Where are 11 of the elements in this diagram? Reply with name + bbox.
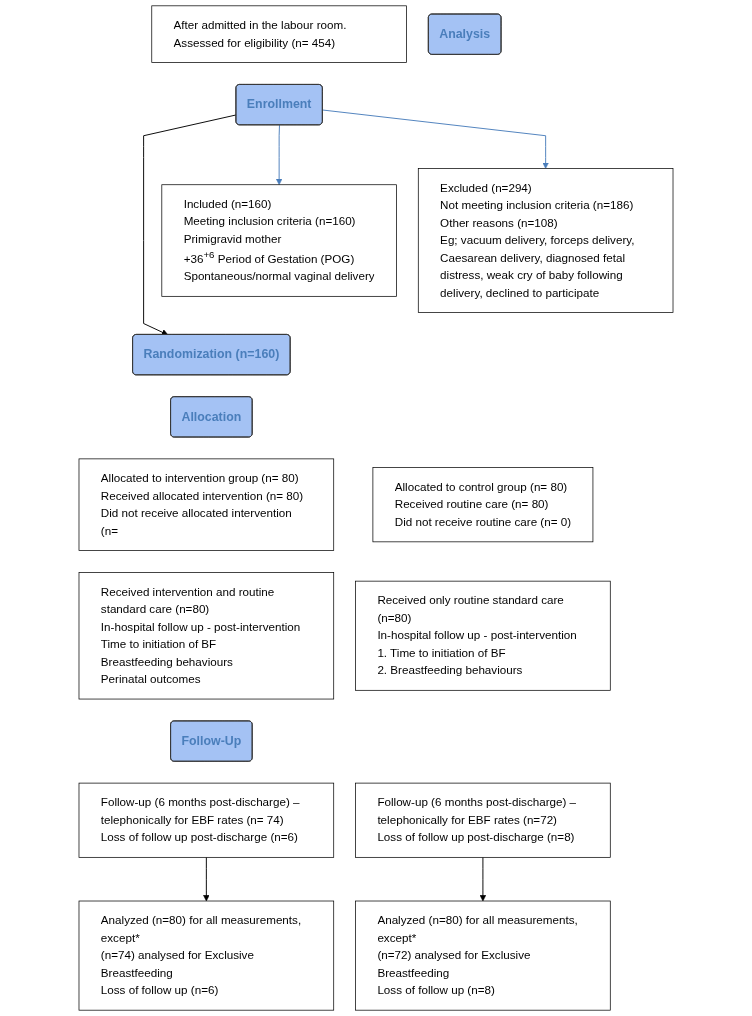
node-box: Excluded (n=294) Not meeting inclusion criteria (n=186) Other reasons (n=108) Eg; vacuum delivery, forceps delivery, Caesarean delivery, diagnosed fetal distress, weak cry of baby following delivery, declined to participate (417, 168, 674, 313)
node-box: Analyzed (n=80) for all measurements, except* (n=74) analysed for Exclusive Breastfeeding Loss of follow up (n=6) (78, 900, 335, 1011)
node-box: Analyzed (n=80) for all measurements, except* (n=72) analysed for Exclusive Breastfeeding Loss of follow up (n=8) (355, 900, 611, 1011)
node-box: Included (n=160) Meeting inclusion criteria (n=160) Primigravid mother +36$^{+6}$ Period of Gestation (POG) Spontaneous/normal vaginal delivery (161, 184, 397, 297)
node-box: Received intervention and routine standard care (n=80) In-hospital follow up - post-intervention Time to initiation of BF Breastfeeding behaviours Perinatal outcomes (78, 572, 335, 700)
node-box: Follow-up (6 months post-discharge) – telephonically for EBF rates (n=72) Loss of follow up post-discharge (n=8) (355, 782, 611, 858)
node-box: Received only routine standard care (n=80) In-hospital follow up - post-intervention 1. Time to initiation of BF 2. Breastfeeding behaviours (355, 580, 611, 691)
node-box: Allocated to intervention group (n= 80) Received allocated intervention (n= 80) Did not receive allocated intervention (n= (78, 458, 335, 551)
node-box: Allocated to control group (n= 80) Received routine care (n= 80) Did not receive routine care (n= 0) (372, 467, 594, 543)
node-box: Follow-up (6 months post-discharge) – telephonically for EBF rates (n= 74) Loss of follow up post-discharge (n=6) (78, 782, 335, 858)
node-box: After admitted in the labour room. Assessed for eligibility (n= 454) (151, 5, 407, 63)
